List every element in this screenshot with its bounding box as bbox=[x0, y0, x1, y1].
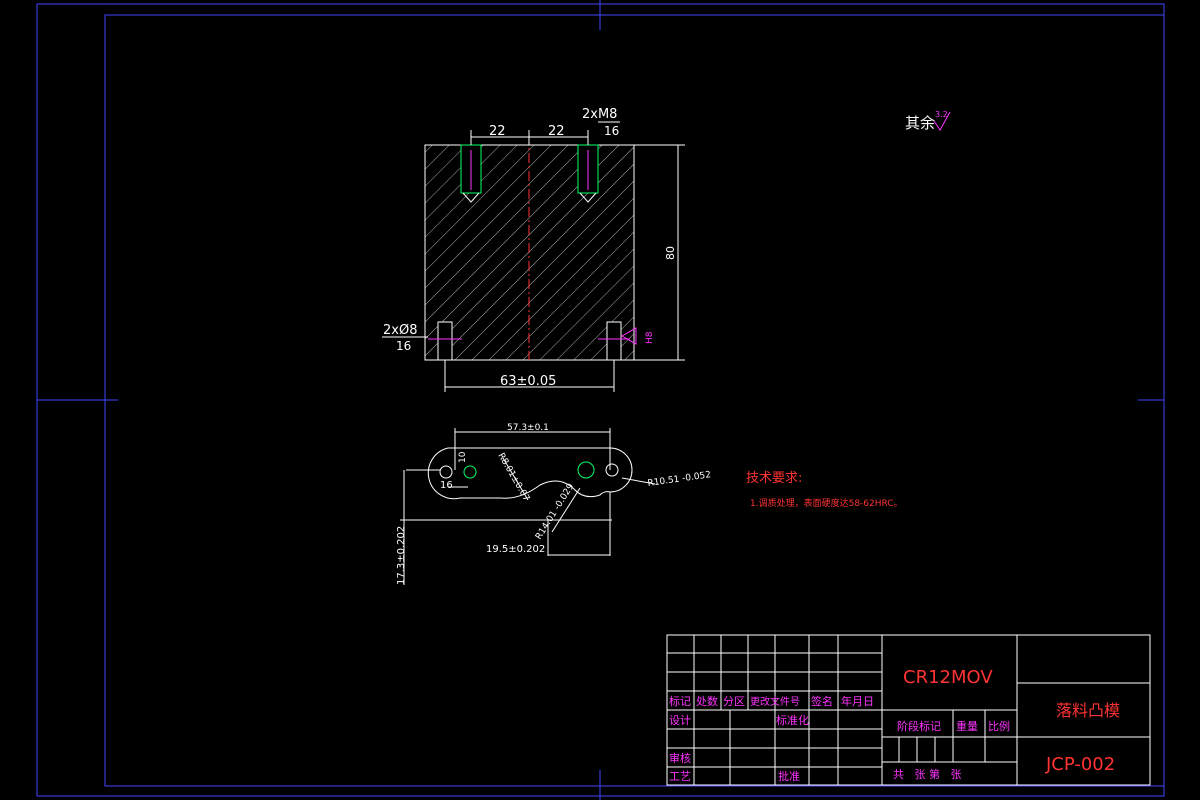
dim-length: 57.3±0.1 bbox=[507, 423, 549, 433]
thread-depth: 16 bbox=[604, 124, 619, 138]
tb-drawing-no: JCP-002 bbox=[1045, 754, 1115, 775]
tb-count: 处数 bbox=[696, 695, 718, 708]
tb-approve: 批准 bbox=[778, 769, 800, 783]
pin-note: H8 bbox=[645, 331, 655, 344]
front-view: 22 22 2xM8 16 80 2xØ8 16 H8 63±0.05 bbox=[382, 107, 685, 392]
top-view: 57.3±0.1 10 16 R8.01±0.07 R14.01 -0.029 … bbox=[396, 423, 712, 585]
dim-offset: 16 bbox=[440, 480, 453, 491]
dim-small-height: 10 bbox=[458, 451, 468, 463]
tb-zone: 分区 bbox=[723, 695, 745, 708]
front-dimension-lines bbox=[382, 121, 685, 392]
pin-roughness-icon bbox=[620, 327, 637, 345]
radius-1: R8.01±0.07 bbox=[495, 452, 531, 504]
title-block-text: 标记 处数 分区 更改文件号 签名 年月日 设计 标准化 审核 工艺 批准 阶段… bbox=[669, 667, 1120, 783]
pin-depth: 16 bbox=[396, 339, 411, 353]
dim-width: 63±0.05 bbox=[500, 374, 556, 389]
title-block bbox=[666, 634, 1151, 786]
technical-requirements: 技术要求: 1.调质处理，表面硬度达58-62HRC。 bbox=[746, 471, 903, 509]
dim-17-3: 17.3±0.202 bbox=[396, 526, 407, 585]
pin-label: 2xØ8 bbox=[383, 323, 417, 338]
pin-hole-right bbox=[606, 321, 622, 361]
tb-material: CR12MOV bbox=[903, 667, 993, 688]
tb-design: 设计 bbox=[669, 714, 691, 727]
outer-frame bbox=[36, 3, 1165, 797]
tech-req-line1: 1.调质处理，表面硬度达58-62HRC。 bbox=[750, 497, 903, 509]
top-dimension-lines bbox=[400, 428, 656, 585]
dim-22-left: 22 bbox=[489, 124, 506, 139]
surface-roughness-note: 其余 3.2 bbox=[905, 110, 951, 132]
radius-3: R10.51 -0.052 bbox=[647, 470, 712, 489]
thread-label: 2xM8 bbox=[582, 107, 617, 122]
tb-process: 工艺 bbox=[669, 770, 691, 783]
tb-part-name: 落料凸模 bbox=[1056, 701, 1120, 720]
tb-date: 年月日 bbox=[841, 694, 874, 708]
tb-change-doc: 更改文件号 bbox=[750, 695, 800, 708]
tb-scale: 比例 bbox=[988, 719, 1010, 733]
tb-sheets: 共 张 第 张 bbox=[893, 767, 961, 781]
tech-req-title: 技术要求: bbox=[746, 471, 802, 486]
pin-hole-left bbox=[437, 321, 453, 361]
tb-mark: 标记 bbox=[669, 694, 691, 708]
roughness-value: 3.2 bbox=[935, 110, 948, 119]
inner-frame bbox=[104, 14, 1165, 787]
roughness-prefix: 其余 bbox=[905, 114, 935, 132]
tb-weight: 重量 bbox=[956, 719, 978, 733]
dim-height: 80 bbox=[664, 246, 677, 260]
tb-check: 审核 bbox=[669, 751, 691, 765]
tb-standardize: 标准化 bbox=[776, 713, 809, 727]
tb-stage-mark: 阶段标记 bbox=[897, 719, 941, 733]
centering-marks bbox=[37, 0, 1164, 800]
dim-19-5: 19.5±0.202 bbox=[486, 544, 545, 555]
radius-2: R14.01 -0.029 bbox=[534, 482, 576, 542]
tb-sign: 签名 bbox=[811, 694, 833, 708]
dim-22-right: 22 bbox=[548, 124, 565, 139]
roughness-symbol-icon bbox=[933, 111, 951, 131]
